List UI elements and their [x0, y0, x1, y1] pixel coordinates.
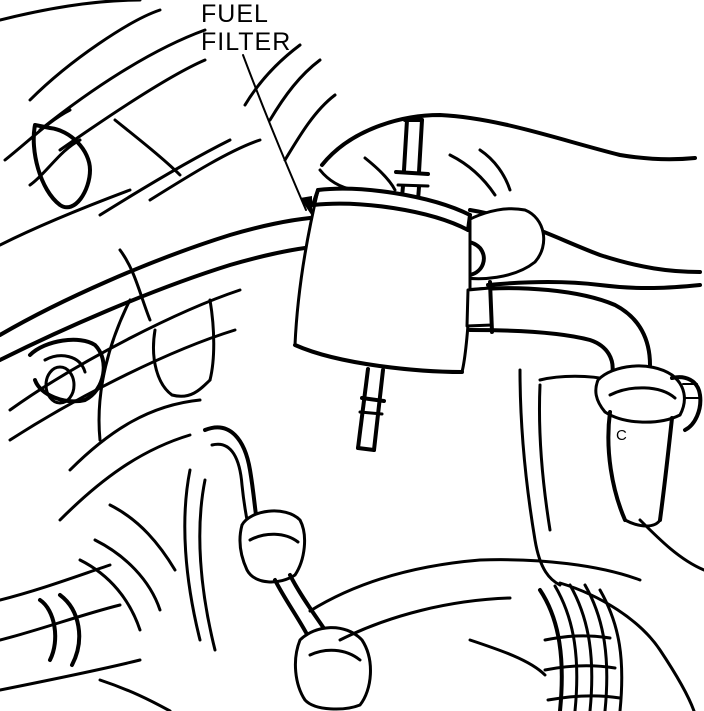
- bulkhead-bracket: [58, 248, 216, 522]
- fuel-filter: [293, 118, 494, 452]
- return-hose: C: [468, 286, 703, 587]
- callout-label: FUEL FILTER: [201, 0, 291, 56]
- marker-letter: C: [616, 427, 627, 444]
- callout-line-2: FILTER: [201, 28, 291, 56]
- wire-harness: [203, 425, 372, 711]
- callout-line-1: FUEL: [201, 0, 269, 28]
- fuel-line-upper: [0, 216, 312, 442]
- engine-bay-background: [0, 0, 337, 247]
- intake-hose: [308, 518, 704, 711]
- callout-leader: [242, 54, 312, 216]
- lower-left-hose: [0, 468, 217, 711]
